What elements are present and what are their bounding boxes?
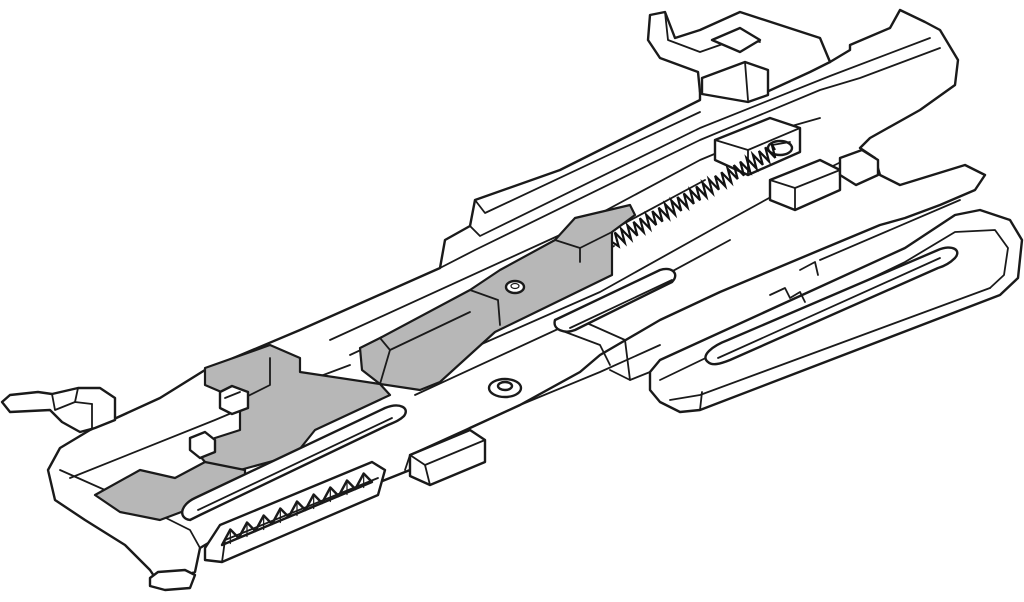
right-slot bbox=[704, 246, 959, 366]
left-hook-tab bbox=[0, 386, 197, 592]
mounting-hole bbox=[487, 377, 523, 399]
serrated-ramp bbox=[203, 460, 387, 564]
right-slide-plate bbox=[648, 199, 1024, 414]
shaded-sliding-plate bbox=[358, 203, 637, 392]
center-slot bbox=[553, 267, 677, 333]
left-slot bbox=[181, 404, 407, 522]
